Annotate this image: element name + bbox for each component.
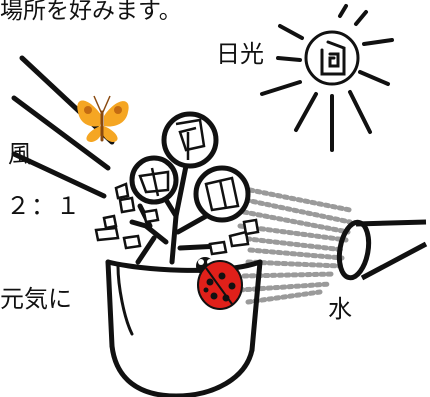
sunlight-label: 日光: [216, 40, 264, 68]
watering-can-icon: [336, 219, 428, 281]
wind-label: 風: [8, 140, 32, 168]
plant-stems: [129, 163, 223, 265]
leaf-doodles: [94, 182, 260, 256]
ladybug-icon: [196, 257, 243, 310]
sun-icon: [260, 4, 394, 152]
water-spray: [237, 187, 353, 305]
ratio-label: ２：１: [6, 192, 81, 220]
butterfly-icon: [77, 95, 129, 142]
water-label: 水: [328, 295, 352, 323]
flower-petal-doodles: [138, 118, 240, 212]
top-caption: 場所を好みます。: [0, 0, 182, 24]
flower-pot: [105, 259, 263, 397]
healthy-label: 元気に: [0, 285, 72, 313]
wind-lines: [11, 55, 115, 199]
